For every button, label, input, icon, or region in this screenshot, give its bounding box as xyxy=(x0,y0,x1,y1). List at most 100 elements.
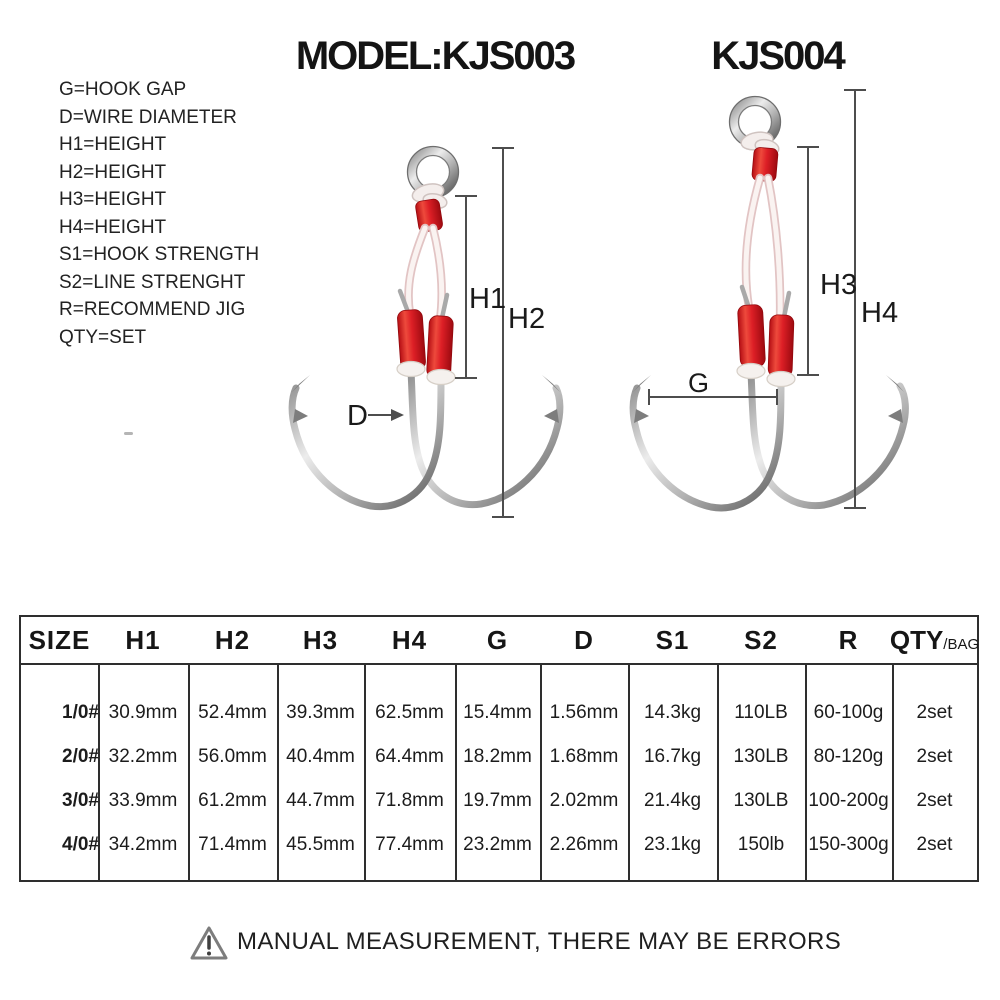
col-header-h2: H2 xyxy=(214,624,251,655)
col-header-r: R xyxy=(838,624,859,655)
cell-h3: 39.3mm xyxy=(286,702,355,723)
cell-h2: 56.0mm xyxy=(198,746,267,767)
cell-s1: 14.3kg xyxy=(643,702,702,723)
col-header-h4: H4 xyxy=(391,624,428,655)
hook-point xyxy=(886,375,904,392)
hook-points-kjs004 xyxy=(633,375,904,423)
cell-h3: 40.4mm xyxy=(286,746,355,767)
column-divider xyxy=(188,665,190,880)
legend-item: H3=HEIGHT xyxy=(59,189,167,210)
model-title-right: KJS004 xyxy=(711,34,846,78)
cell-s2: 110LB xyxy=(734,702,788,723)
cell-s2: 130LB xyxy=(733,746,789,767)
d-arrowhead xyxy=(391,409,404,421)
hook-left-shank-to-right-bend xyxy=(407,367,564,509)
column-divider xyxy=(277,665,279,880)
cell-r: 100-200g xyxy=(808,790,889,811)
wire-tips xyxy=(739,284,792,320)
stray-mark xyxy=(124,432,133,435)
wire-tips xyxy=(397,288,450,321)
cell-size: 4/0# xyxy=(62,834,99,855)
cell-h2: 71.4mm xyxy=(198,834,267,855)
qty-per-bag-label: /BAG xyxy=(943,635,980,653)
column-divider xyxy=(364,665,366,880)
cell-h1: 32.2mm xyxy=(108,746,178,767)
cell-qty: 2set xyxy=(916,746,953,767)
col-header-g: G xyxy=(486,624,509,655)
dim-label-h3: H3 xyxy=(820,269,857,301)
table-row: 4/0# 34.2mm 71.4mm 45.5mm 77.4mm 23.2mm … xyxy=(21,823,977,867)
hook-point xyxy=(542,375,560,392)
warning-triangle-icon xyxy=(190,926,228,960)
hook-assembly-kjs003: H1 H2 D xyxy=(288,145,564,518)
assist-cord xyxy=(741,173,785,326)
thread-collar xyxy=(766,370,796,388)
col-header-h1: H1 xyxy=(125,624,161,655)
cell-h3: 45.5mm xyxy=(286,834,355,855)
hook-barb xyxy=(888,409,903,423)
col-header-d: D xyxy=(574,624,594,655)
dimension-lines-kjs004 xyxy=(648,89,866,509)
cell-r: 60-100g xyxy=(813,702,884,723)
qty-label: QTY xyxy=(889,624,944,655)
cell-s2: 130LB xyxy=(733,790,789,811)
cell-h1: 30.9mm xyxy=(108,702,178,723)
cell-g: 19.7mm xyxy=(463,790,532,811)
hook-points-kjs003 xyxy=(292,375,560,423)
cell-g: 18.2mm xyxy=(463,746,532,767)
spec-table: SIZE H1 H2 H3 H4 G D S1 S2 R QTY/BAG 1/0… xyxy=(19,615,979,882)
col-header-h3: H3 xyxy=(302,624,339,655)
cell-s1: 16.7kg xyxy=(643,746,702,767)
cell-h1: 33.9mm xyxy=(108,790,178,811)
column-divider xyxy=(805,665,807,880)
table-body: 1/0# 30.9mm 52.4mm 39.3mm 62.5mm 15.4mm … xyxy=(21,665,977,867)
measurement-disclaimer: MANUAL MEASUREMENT, THERE MAY BE ERRORS xyxy=(237,928,842,955)
cell-size: 3/0# xyxy=(62,790,99,811)
legend-item: D=WIRE DIAMETER xyxy=(59,106,237,128)
red-sleeves xyxy=(736,304,796,388)
column-divider xyxy=(717,665,719,880)
model-title-left: MODEL:KJS003 xyxy=(295,34,576,78)
column-divider xyxy=(628,665,630,880)
cell-g: 15.4mm xyxy=(463,702,532,723)
table-row: 2/0# 32.2mm 56.0mm 40.4mm 64.4mm 18.2mm … xyxy=(21,735,977,779)
cell-qty: 2set xyxy=(916,834,953,855)
cell-s2: 150lb xyxy=(737,834,785,855)
legend-item: S2=LINE STRENGHT xyxy=(59,271,246,293)
cell-h2: 61.2mm xyxy=(198,790,267,811)
hook-point xyxy=(292,375,310,392)
cell-qty: 2set xyxy=(916,790,953,811)
legend-item: H4=HEIGHT xyxy=(59,216,167,238)
column-divider xyxy=(455,665,457,880)
red-sleeves xyxy=(396,309,456,386)
hook-point xyxy=(633,375,651,392)
thread-collar xyxy=(426,368,456,386)
col-header-qty: QTY/BAG xyxy=(889,624,980,656)
legend: G=HOOK GAP D=WIRE DIAMETER H1=HEIGHT H2=… xyxy=(59,76,259,351)
table-row: 1/0# 30.9mm 52.4mm 39.3mm 62.5mm 15.4mm … xyxy=(21,691,977,735)
table-header-row: SIZE H1 H2 H3 H4 G D S1 S2 R QTY/BAG xyxy=(21,617,980,665)
cell-h4: 62.5mm xyxy=(375,702,444,723)
thread-collar xyxy=(396,360,426,378)
cell-d: 2.26mm xyxy=(549,834,619,855)
legend-item: H2=HEIGHT xyxy=(59,161,167,183)
col-header-s1: S1 xyxy=(655,624,690,655)
column-divider xyxy=(98,665,100,880)
assist-cord xyxy=(404,223,447,325)
col-header-size: SIZE xyxy=(28,624,91,655)
cell-size: 1/0# xyxy=(62,702,99,723)
cell-r: 80-120g xyxy=(813,746,884,767)
hook-wires-kjs003 xyxy=(288,367,564,511)
cell-h4: 71.8mm xyxy=(375,790,444,811)
hook-barb xyxy=(634,409,649,423)
cell-qty: 2set xyxy=(916,702,953,723)
dim-label-h2: H2 xyxy=(508,303,545,335)
cell-h4: 64.4mm xyxy=(375,746,444,767)
cell-h3: 44.7mm xyxy=(286,790,355,811)
hook-barb xyxy=(544,409,559,423)
dim-label-h4: H4 xyxy=(861,297,898,329)
cell-s1: 23.1kg xyxy=(643,834,702,855)
cell-h2: 52.4mm xyxy=(198,702,267,723)
column-divider xyxy=(540,665,542,880)
